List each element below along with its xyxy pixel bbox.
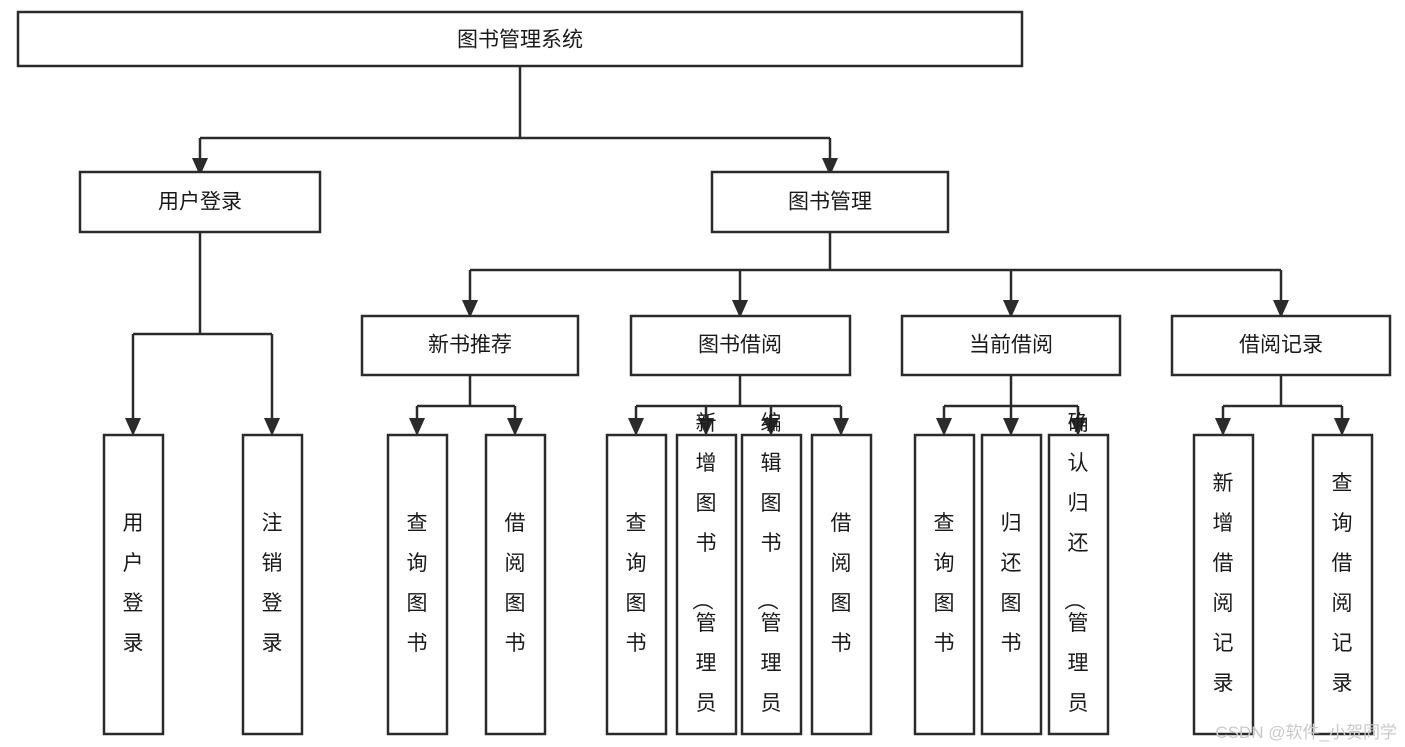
node-leaf7[interactable]: 编辑图书（管理员） — [740, 412, 803, 747]
node-leaf11-label: 确认归还（管理员） — [1063, 412, 1089, 747]
node-leaf3[interactable]: 查询图书 — [386, 433, 449, 736]
arrow-to-leaf7 — [763, 418, 779, 436]
arrow-to-leaf11 — [1070, 418, 1086, 436]
node-bookmgmt[interactable]: 图书管理 — [710, 170, 950, 234]
node-leaf5-box[interactable] — [605, 433, 668, 736]
arrow-to-current — [1003, 300, 1019, 318]
node-borrow[interactable]: 图书借阅 — [629, 314, 852, 377]
edge-current-trunk — [942, 375, 1080, 420]
arrow-to-leaf10 — [1003, 418, 1019, 436]
node-records-label: 借阅记录 — [1239, 334, 1323, 357]
node-root-label: 图书管理系统 — [457, 29, 583, 52]
node-current-box[interactable] — [900, 314, 1122, 377]
node-leaf1-box[interactable] — [102, 433, 165, 736]
node-leaf9-label: 查询图书 — [934, 512, 955, 655]
node-root-box[interactable] — [16, 10, 1024, 68]
arrow-to-newbook — [462, 300, 478, 318]
node-login-box[interactable] — [78, 170, 322, 234]
node-leaf3-box[interactable] — [386, 433, 449, 736]
node-current[interactable]: 当前借阅 — [900, 314, 1122, 377]
node-leaf13[interactable]: 查询借阅记录 — [1311, 433, 1374, 736]
node-leaf5-label: 查询图书 — [626, 512, 647, 655]
node-leaf11-box[interactable] — [1047, 433, 1110, 736]
edge-root-trunk — [198, 66, 832, 160]
node-borrow-label: 图书借阅 — [698, 334, 782, 357]
arrow-to-leaf1 — [125, 418, 141, 436]
csdn-watermark: CSDN @软件_小贺同学 — [1215, 723, 1397, 742]
node-leaf8-label: 借阅图书 — [831, 512, 852, 655]
edge-bookmgmt-trunk — [468, 232, 1283, 302]
node-current-label: 当前借阅 — [969, 334, 1053, 357]
node-records-box[interactable] — [1170, 314, 1392, 377]
node-newbook-box[interactable] — [360, 314, 580, 377]
node-leaf10[interactable]: 归还图书 — [980, 433, 1043, 736]
node-records[interactable]: 借阅记录 — [1170, 314, 1392, 377]
node-leaf10-label: 归还图书 — [1001, 512, 1022, 655]
node-leaf4-box[interactable] — [484, 433, 547, 736]
arrow-to-leaf9 — [936, 418, 952, 436]
node-leaf6[interactable]: 新增图书（管理员） — [675, 412, 738, 747]
edge-newbook-trunk — [415, 375, 517, 420]
node-leaf13-box[interactable] — [1311, 433, 1374, 736]
arrow-to-leaf5 — [628, 418, 644, 436]
arrow-to-login — [192, 158, 208, 176]
node-leaf9-box[interactable] — [913, 433, 976, 736]
node-root[interactable]: 图书管理系统 — [16, 10, 1024, 68]
arrow-to-leaf8 — [833, 418, 849, 436]
node-leaf12-box[interactable] — [1192, 433, 1255, 736]
node-login[interactable]: 用户登录 — [78, 170, 322, 234]
node-leaf2-label: 注销登录 — [262, 512, 283, 655]
node-leaf10-box[interactable] — [980, 433, 1043, 736]
arrow-to-leaf6 — [698, 418, 714, 436]
node-leaf12[interactable]: 新增借阅记录 — [1192, 433, 1255, 736]
edge-borrow-trunk — [634, 375, 843, 420]
node-leaf8[interactable]: 借阅图书 — [810, 433, 873, 736]
node-newbook-label: 新书推荐 — [428, 334, 512, 357]
node-borrow-box[interactable] — [629, 314, 852, 377]
edge-records-trunk — [1221, 375, 1344, 420]
arrow-to-leaf3 — [409, 418, 425, 436]
arrow-to-records — [1273, 300, 1289, 318]
node-newbook[interactable]: 新书推荐 — [360, 314, 580, 377]
node-leaf4[interactable]: 借阅图书 — [484, 433, 547, 736]
node-leaf1-label: 用户登录 — [123, 512, 144, 655]
node-leaf2-box[interactable] — [241, 433, 304, 736]
node-leaf8-box[interactable] — [810, 433, 873, 736]
node-leaf4-label: 借阅图书 — [505, 512, 526, 655]
node-bookmgmt-box[interactable] — [710, 170, 950, 234]
node-bookmgmt-label: 图书管理 — [788, 191, 872, 214]
node-login-label: 用户登录 — [158, 191, 242, 214]
node-leaf6-label: 新增图书（管理员） — [691, 412, 717, 747]
connector-layer — [125, 66, 1350, 436]
node-leaf7-box[interactable] — [740, 433, 803, 736]
arrow-to-borrow — [732, 300, 748, 318]
arrow-to-leaf13 — [1334, 418, 1350, 436]
edge-login-trunk — [131, 232, 274, 420]
node-leaf13-label: 查询借阅记录 — [1332, 472, 1353, 695]
arrow-to-leaf4 — [507, 418, 523, 436]
node-leaf1[interactable]: 用户登录 — [102, 433, 165, 736]
node-leaf7-label: 编辑图书（管理员） — [756, 412, 782, 747]
arrow-to-leaf12 — [1215, 418, 1231, 436]
node-leaf2[interactable]: 注销登录 — [241, 433, 304, 736]
node-leaf5[interactable]: 查询图书 — [605, 433, 668, 736]
node-leaf12-label: 新增借阅记录 — [1213, 472, 1234, 695]
node-leaf11[interactable]: 确认归还（管理员） — [1047, 412, 1110, 747]
arrow-to-bookmgmt — [822, 158, 838, 176]
node-leaf3-label: 查询图书 — [407, 512, 428, 655]
node-leaf6-box[interactable] — [675, 433, 738, 736]
arrow-to-leaf2 — [264, 418, 280, 436]
node-leaf9[interactable]: 查询图书 — [913, 433, 976, 736]
